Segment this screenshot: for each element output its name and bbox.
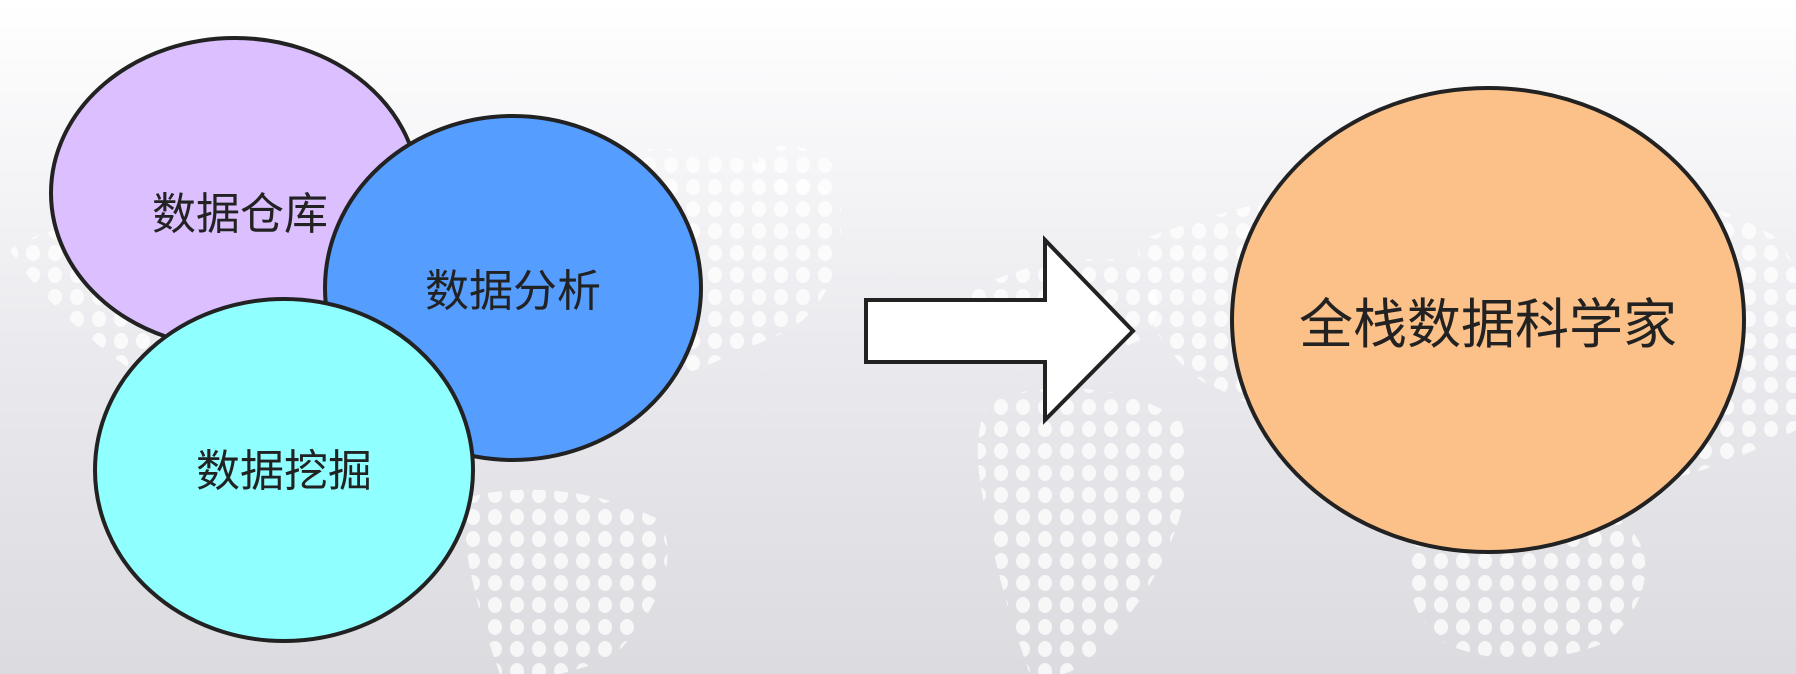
full-stack-data-scientist-label: 全栈数据科学家 xyxy=(1299,293,1677,356)
data-mining-bubble xyxy=(93,297,475,643)
data-mining-label: 数据挖掘 xyxy=(196,446,372,497)
full-stack-data-scientist-bubble xyxy=(1230,86,1746,554)
arrow-right-icon xyxy=(864,235,1136,425)
data-warehouse-label: 数据仓库 xyxy=(152,189,328,240)
data-analysis-label: 数据分析 xyxy=(425,266,601,317)
